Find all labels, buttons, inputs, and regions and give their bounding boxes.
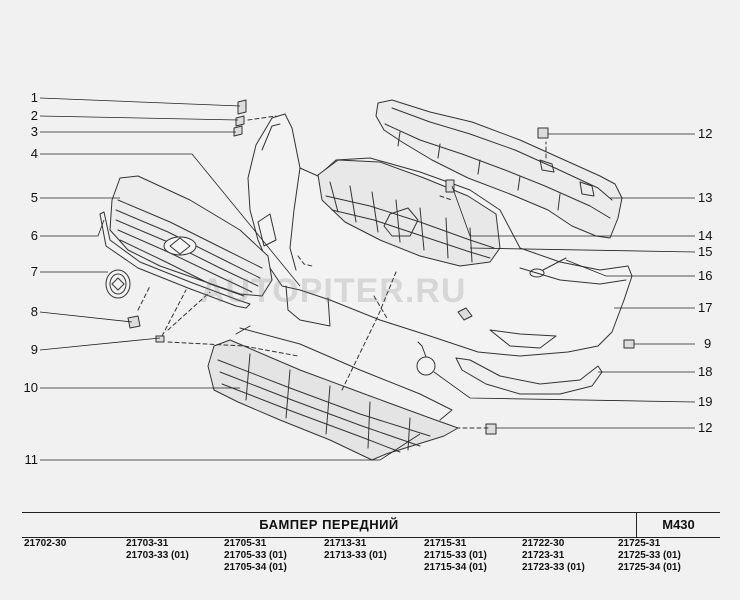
callout-12-bottom: 12 xyxy=(698,420,713,435)
callout-10: 10 xyxy=(23,380,38,395)
model-number: 21703-33 (01) xyxy=(126,550,189,561)
watermark: AUTOPITER.RU xyxy=(200,272,467,310)
model-number: 21703-31 xyxy=(126,538,169,549)
callout-12-top: 12 xyxy=(698,126,713,141)
model-number: 21725-33 (01) xyxy=(618,550,681,561)
fasteners xyxy=(127,99,635,435)
callout-3: 3 xyxy=(30,124,38,139)
page-code: M430 xyxy=(662,517,695,532)
model-column: 21713-31 21713-33 (01) xyxy=(324,538,387,562)
radiator-grille-part-5 xyxy=(109,175,273,297)
callout-16: 16 xyxy=(698,268,713,283)
callout-19: 19 xyxy=(698,394,713,409)
model-number: 21715-31 xyxy=(424,538,467,549)
title-band-divider xyxy=(636,512,637,537)
callout-7: 7 xyxy=(30,264,38,279)
callout-9-right: 9 xyxy=(704,336,712,351)
callout-14: 14 xyxy=(698,228,713,243)
callout-17: 17 xyxy=(698,300,713,315)
model-number: 21705-34 (01) xyxy=(224,562,287,573)
model-number: 21705-33 (01) xyxy=(224,550,287,561)
model-number: 21713-31 xyxy=(324,538,367,549)
clip-part-16 xyxy=(529,257,567,278)
assembly-lines xyxy=(137,115,547,429)
title-band xyxy=(22,512,720,538)
callout-6: 6 xyxy=(30,228,38,243)
model-column: 21702-30 xyxy=(24,538,66,550)
model-number: 21705-31 xyxy=(224,538,267,549)
model-number: 21715-34 (01) xyxy=(424,562,487,573)
bumper-beam-part-13 xyxy=(375,99,623,239)
leader-lines xyxy=(39,97,696,461)
callout-4: 4 xyxy=(30,146,38,161)
moulding-part-6 xyxy=(99,211,251,309)
model-number: 21702-30 xyxy=(24,538,67,549)
model-column: 21725-31 21725-33 (01) 21725-34 (01) xyxy=(618,538,681,574)
model-number: 21722-30 xyxy=(522,538,565,549)
model-column: 21722-30 21723-31 21723-33 (01) xyxy=(522,538,585,574)
model-number: 21725-34 (01) xyxy=(618,562,681,573)
spoiler-part-18 xyxy=(455,357,603,395)
model-number: 21725-31 xyxy=(618,538,661,549)
callout-15: 15 xyxy=(698,244,713,259)
callout-11: 11 xyxy=(24,452,39,467)
callout-5: 5 xyxy=(30,190,38,205)
model-column: 21715-31 21715-33 (01) 21715-34 (01) xyxy=(424,538,487,574)
upper-grille-part-15 xyxy=(317,159,501,267)
model-number: 21713-33 (01) xyxy=(324,550,387,561)
fog-cap-part-19 xyxy=(416,341,436,376)
callout-9-left: 9 xyxy=(30,342,38,357)
model-column: 21705-31 21705-33 (01) 21705-34 (01) xyxy=(224,538,287,574)
model-number: 21723-31 xyxy=(522,550,565,561)
page-title: БАМПЕР ПЕРЕДНИЙ xyxy=(259,517,399,532)
lower-grille-part-10 xyxy=(207,325,459,461)
model-column: 21703-31 21703-33 (01) xyxy=(126,538,189,562)
callout-2: 2 xyxy=(30,108,38,123)
callout-1: 1 xyxy=(30,90,38,105)
callout-18: 18 xyxy=(698,364,713,379)
model-number: 21715-33 (01) xyxy=(424,550,487,561)
callout-13: 13 xyxy=(698,190,713,205)
model-number: 21723-33 (01) xyxy=(522,562,585,573)
callout-8: 8 xyxy=(30,304,38,319)
emblem-part-7 xyxy=(105,269,131,299)
